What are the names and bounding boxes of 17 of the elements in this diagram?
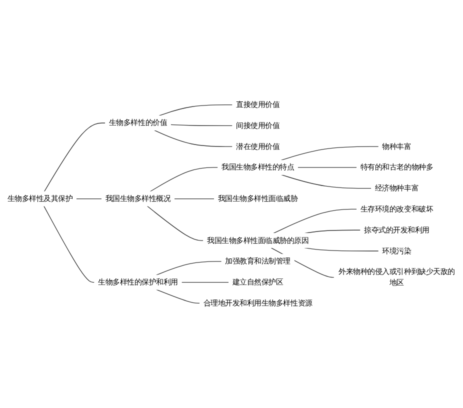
connector [170,124,233,126]
connector [146,206,204,241]
connector [304,247,379,252]
connector [297,167,358,168]
connector [76,198,102,200]
connector [44,122,106,192]
connector [280,146,379,161]
connector [181,282,230,283]
connector [158,104,233,116]
connector [150,167,218,192]
connector [156,289,200,304]
connector [44,206,95,283]
connector [156,261,222,276]
connector [174,198,215,200]
connector [273,208,358,234]
connector [154,130,233,147]
connector [280,174,372,189]
